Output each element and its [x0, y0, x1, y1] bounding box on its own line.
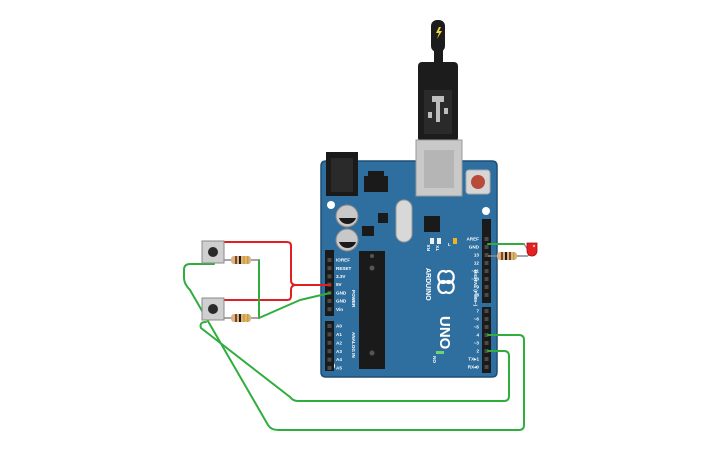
- wires: [183, 241, 525, 431]
- header-pin-power-6[interactable]: [327, 307, 332, 312]
- pin-label-digital-bottom-3: 4: [476, 333, 479, 338]
- pin-label-digital-bottom-2: ~5: [474, 325, 480, 330]
- pin-label-digital-bottom-7: RX◂0: [468, 365, 480, 370]
- pin-label-analog-2: A2: [336, 340, 342, 345]
- red-led[interactable]: [523, 242, 538, 257]
- header-pin-analog-3[interactable]: [327, 349, 332, 354]
- header-pin-digital-bottom-7[interactable]: [484, 365, 489, 369]
- header-pin-analog-5[interactable]: [327, 366, 332, 370]
- pin-label-power-4: GND: [336, 290, 347, 295]
- on-led-label: ON: [432, 355, 437, 363]
- pin-label-digital-top-0: AREF: [466, 237, 479, 242]
- pin-label-analog-3: A3: [336, 349, 342, 354]
- header-pin-analog-2[interactable]: [327, 340, 332, 345]
- analog-header: [325, 321, 334, 371]
- digital-header-bottom: [482, 307, 491, 373]
- header-pin-power-2[interactable]: [327, 274, 332, 279]
- pin-label-analog-5: A5: [336, 366, 342, 371]
- pin-label-digital-top-5: ~10: [471, 277, 479, 282]
- tx-led-label: TX: [435, 244, 440, 251]
- header-pin-analog-4[interactable]: [327, 357, 332, 362]
- l-led-label: L: [448, 242, 451, 247]
- arduino-brand-text: ARDUINO: [424, 268, 431, 301]
- header-pin-digital-top-1[interactable]: [484, 245, 489, 249]
- pin-label-digital-bottom-5: 2: [476, 349, 479, 354]
- header-pin-digital-top-7[interactable]: [484, 293, 489, 297]
- crystal-oscillator: [395, 199, 413, 243]
- resistor-1[interactable]: [224, 256, 259, 264]
- pin-label-digital-top-4: ~11: [471, 269, 479, 274]
- analog-header-title: ANALOG IN: [351, 332, 356, 358]
- pin-label-power-1: RESET: [336, 266, 352, 271]
- pin-label-analog-4: A4: [336, 357, 342, 362]
- pin-label-power-0: IOREF: [336, 258, 350, 263]
- wire-gnd-to-resistor[interactable]: [258, 292, 331, 319]
- pin-label-digital-top-1: GND: [469, 245, 480, 250]
- push-button-1[interactable]: [201, 240, 225, 264]
- pin-label-digital-top-2: 13: [474, 253, 480, 258]
- header-pin-digital-bottom-0[interactable]: [484, 309, 489, 313]
- wire-button2-to-pin3[interactable]: [199, 321, 510, 402]
- header-pin-analog-1[interactable]: [327, 332, 332, 337]
- header-pin-digital-bottom-3[interactable]: [484, 333, 489, 337]
- header-pin-digital-bottom-4[interactable]: [484, 341, 489, 345]
- header-pin-power-5[interactable]: [327, 299, 332, 303]
- header-pin-power-1[interactable]: [327, 266, 332, 271]
- arduino-infinity-logo-icon: [437, 269, 455, 295]
- pin-label-digital-bottom-4: ~3: [474, 341, 480, 346]
- pin-label-digital-bottom-1: ~6: [474, 317, 480, 322]
- digital-header-title: DIGITAL (PWM~): [473, 270, 478, 307]
- pin-label-analog-0: A0: [336, 324, 342, 329]
- resistor-led[interactable]: [488, 252, 528, 260]
- usb-cable-icon[interactable]: [418, 20, 458, 142]
- wire-5v-to-button2[interactable]: [221, 284, 331, 301]
- wire-button1-to-pin2[interactable]: [183, 263, 525, 431]
- capacitor-1: [335, 204, 359, 228]
- header-pin-digital-top-4[interactable]: [484, 269, 489, 273]
- pin-label-digital-bottom-6: TX▸1: [468, 357, 479, 362]
- header-pin-digital-top-5[interactable]: [484, 277, 489, 281]
- capacitor-2: [335, 228, 359, 252]
- pin-label-digital-bottom-0: 7: [476, 309, 479, 314]
- header-pin-digital-bottom-5[interactable]: [484, 349, 489, 353]
- pin-label-power-2: 3.3V: [336, 274, 346, 279]
- header-pin-digital-top-3[interactable]: [484, 261, 489, 265]
- header-pin-digital-bottom-1[interactable]: [484, 317, 489, 321]
- push-button-2[interactable]: [201, 297, 225, 321]
- resistor-2[interactable]: [224, 314, 259, 322]
- header-pin-digital-bottom-6[interactable]: [484, 357, 489, 361]
- pin-label-digital-top-7: 8: [476, 293, 479, 298]
- power-header-title: POWER: [351, 290, 356, 308]
- pin-label-power-3: 5V: [336, 282, 343, 287]
- header-pin-digital-top-6[interactable]: [484, 285, 489, 289]
- uno-model-text: UNO: [436, 316, 453, 350]
- reset-button[interactable]: [465, 169, 491, 195]
- header-pin-digital-top-2[interactable]: [484, 253, 489, 257]
- pin-label-digital-top-3: 12: [474, 261, 480, 266]
- header-pin-analog-0[interactable]: [327, 324, 332, 328]
- rx-led-label: RX: [426, 244, 431, 251]
- pin-label-power-5: GND: [336, 299, 347, 304]
- arduino-uno-board[interactable]: RX TX L ARDUINO UNO DIGITAL (PWM~) POWER…: [320, 139, 498, 378]
- lightning-bolt-icon: [436, 27, 442, 39]
- pin-label-analog-1: A1: [336, 332, 342, 337]
- header-pin-digital-top-0[interactable]: [484, 237, 489, 241]
- header-pin-power-0[interactable]: [327, 258, 332, 262]
- atmega-chip: [359, 251, 385, 369]
- header-pin-digital-bottom-2[interactable]: [484, 325, 489, 329]
- pin-label-power-6: Vin: [336, 307, 343, 312]
- pin-label-digital-top-6: ~9: [474, 285, 480, 290]
